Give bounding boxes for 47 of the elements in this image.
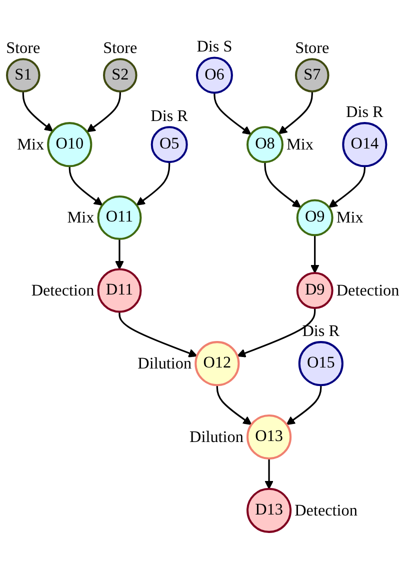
- node-circle: O14: [342, 122, 388, 168]
- node-caption: Dilution: [190, 429, 244, 446]
- node-caption: Mix: [17, 136, 44, 154]
- node-caption: Store: [103, 40, 138, 58]
- node-caption: Dis R: [302, 323, 340, 340]
- arrow: [216, 385, 252, 425]
- node-caption: Mix: [286, 136, 314, 154]
- node-caption: Dis R: [346, 104, 384, 121]
- node-caption: Mix: [67, 210, 94, 227]
- arrow: [136, 162, 170, 206]
- node-circle: D13: [246, 488, 292, 533]
- node-circle: O10: [47, 122, 92, 168]
- node-circle: O13: [246, 414, 292, 460]
- node-caption: Dis S: [196, 38, 232, 56]
- arrow: [68, 166, 103, 206]
- node-circle: O8: [246, 126, 284, 164]
- node-circle: O11: [97, 195, 142, 240]
- arrow: [214, 92, 252, 135]
- arrow: [286, 385, 322, 425]
- node-caption: Dilution: [138, 356, 192, 373]
- node-circle: O9: [296, 199, 334, 236]
- arrow: [310, 235, 320, 274]
- node-circle: D11: [97, 268, 142, 313]
- node-caption: Dis R: [150, 108, 188, 126]
- node-circle: S1: [6, 58, 40, 92]
- arrow: [236, 308, 316, 358]
- node-caption: Mix: [336, 210, 364, 227]
- node-circle: O5: [150, 126, 188, 164]
- node-circle: D9: [296, 272, 334, 309]
- node-caption: Detection: [294, 502, 358, 520]
- arrow: [264, 458, 274, 490]
- arrow: [264, 162, 302, 208]
- arrow: [118, 312, 198, 358]
- node-circle: O12: [194, 341, 240, 386]
- arrow: [328, 166, 366, 208]
- node-circle: O6: [196, 56, 233, 94]
- node-caption: Store: [295, 40, 330, 58]
- arrow: [86, 91, 121, 132]
- node-circle: S2: [103, 58, 138, 92]
- node-circle: S7: [295, 58, 330, 92]
- arrow: [115, 238, 124, 270]
- arrow: [278, 91, 313, 134]
- arrow: [22, 91, 54, 132]
- node-circle: O15: [298, 341, 344, 386]
- node-caption: Detection: [31, 282, 94, 300]
- node-caption: Detection: [336, 282, 400, 300]
- node-caption: Store: [6, 40, 40, 58]
